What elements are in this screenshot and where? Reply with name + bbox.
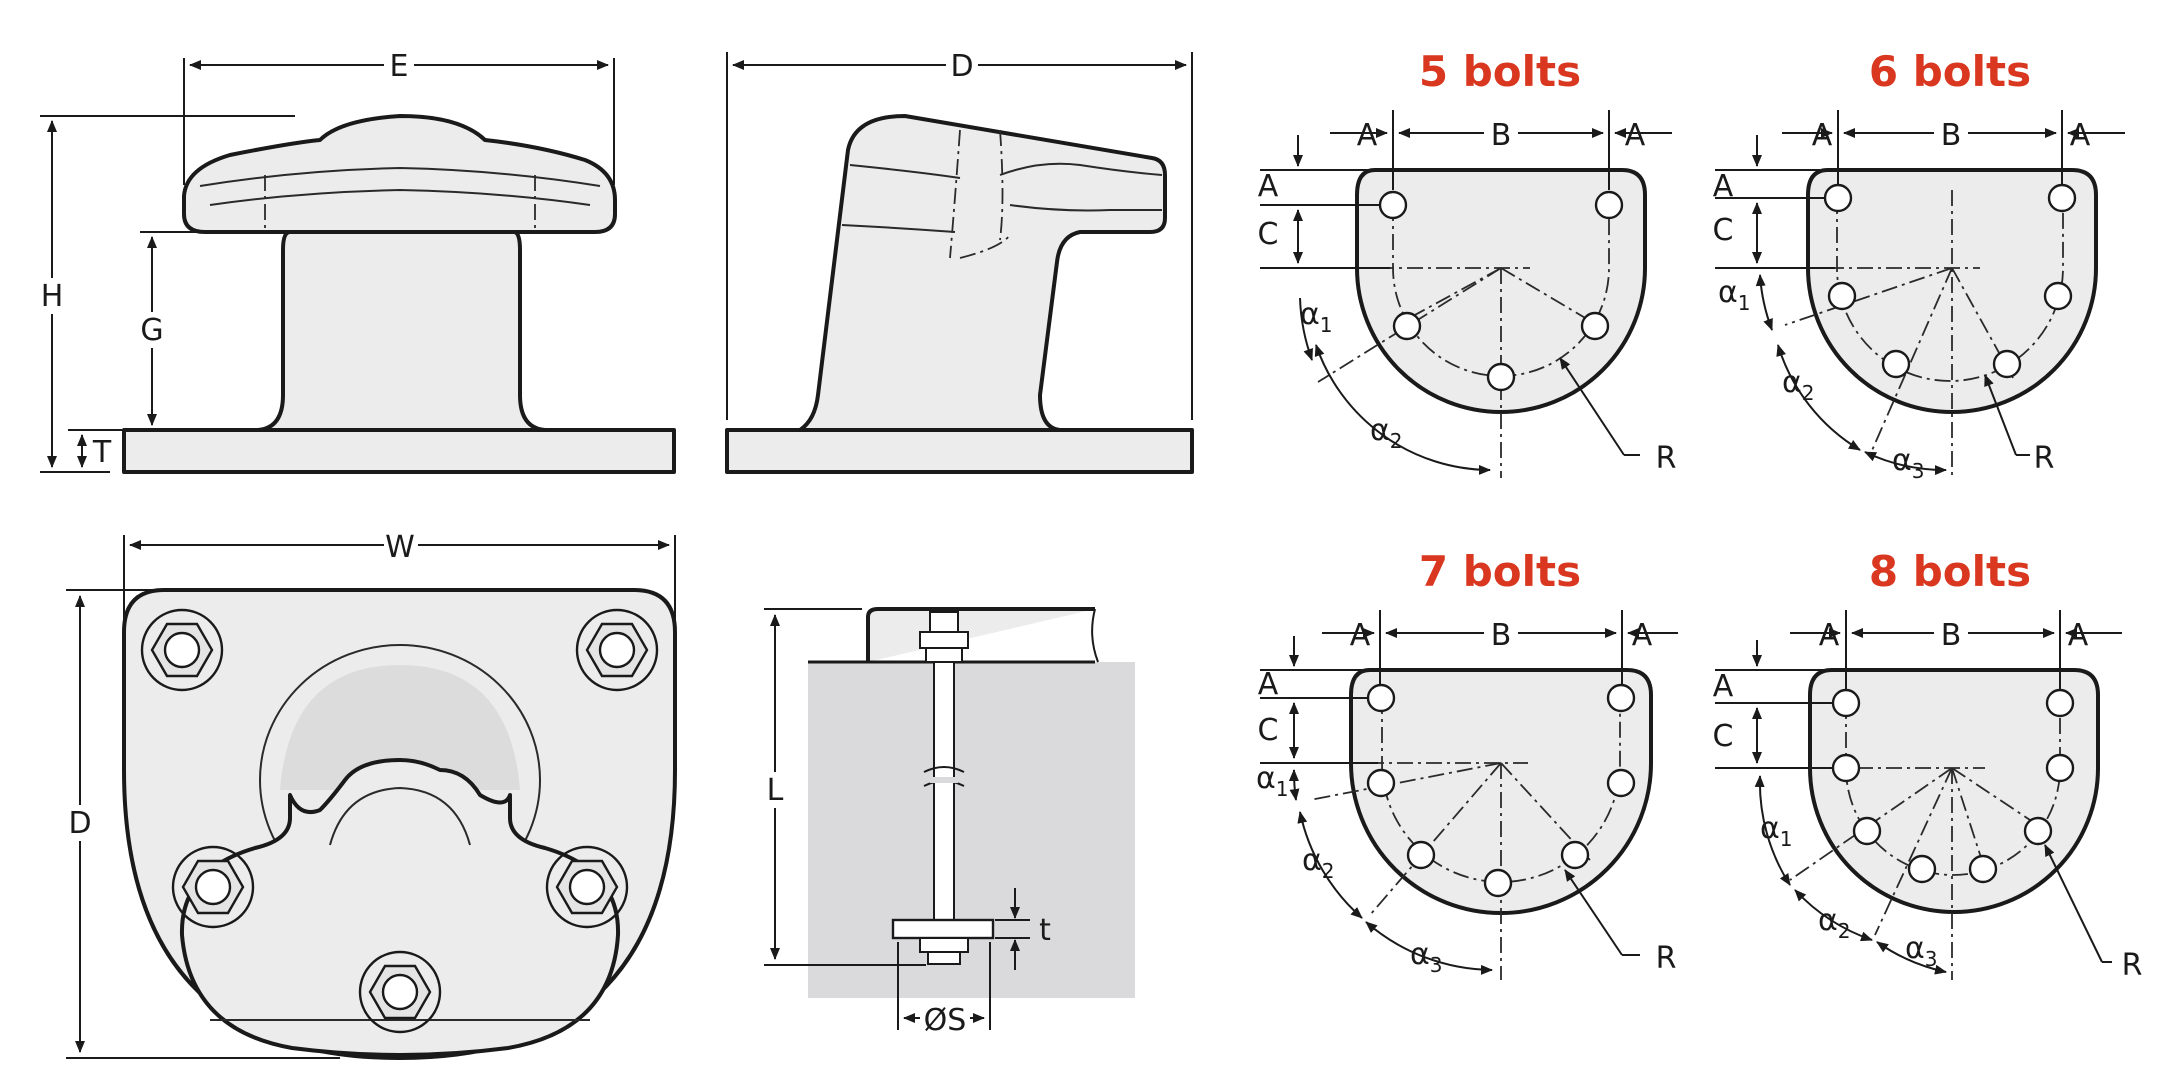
layout-title: 6 bolts <box>1869 47 2031 96</box>
label-b: B <box>1491 618 1512 653</box>
front-head <box>182 114 617 234</box>
front-view: E H G T <box>36 46 676 474</box>
label-c: C <box>1713 719 1734 754</box>
concrete-block <box>808 662 1135 998</box>
layout-5-bolts: 5 bolts B A A A C R α1 α2 <box>1258 47 1677 478</box>
front-neck <box>256 230 547 432</box>
bollard-base-section <box>866 607 1095 662</box>
label-a-left: A <box>1812 118 1833 153</box>
alpha-3: α3 <box>1892 443 1925 483</box>
layout-title: 8 bolts <box>1869 547 2031 596</box>
label-b: B <box>1941 618 1962 653</box>
side-base-plate <box>725 428 1194 474</box>
bolt-nut-2 <box>575 608 659 692</box>
anchor-plate <box>891 918 995 940</box>
side-body <box>798 114 1167 432</box>
layout-6-bolts: 6 bolts B A A A C R α1 α2 α3 <box>1713 47 2125 483</box>
label-r: R <box>1656 441 1677 476</box>
bolt-nut-5 <box>358 950 442 1034</box>
alpha-2: α2 <box>1818 903 1851 943</box>
label-a-vert: A <box>1713 669 1734 704</box>
label-c: C <box>1258 217 1279 252</box>
alpha-2: α2 <box>1302 843 1335 883</box>
dim-label-d-top: D <box>68 806 91 841</box>
label-a-right: A <box>1632 618 1653 653</box>
label-a-left: A <box>1357 118 1378 153</box>
label-a-vert: A <box>1713 169 1734 204</box>
bolt-nut-3 <box>171 845 255 929</box>
bolt-nut-1 <box>140 608 224 692</box>
label-r: R <box>2034 441 2055 476</box>
alpha-1: α1 <box>1256 761 1289 801</box>
alpha-2: α2 <box>1782 365 1815 405</box>
alpha-3: α3 <box>1410 937 1443 977</box>
side-view: D <box>725 46 1194 474</box>
dim-label-d-side: D <box>950 49 973 84</box>
label-b: B <box>1491 118 1512 153</box>
bolt-detail: L t ØS <box>760 607 1135 1038</box>
label-r: R <box>1656 941 1677 976</box>
dim-label-w: W <box>385 530 415 565</box>
label-c: C <box>1713 213 1734 248</box>
label-b: B <box>1941 118 1962 153</box>
label-a-vert: A <box>1258 169 1279 204</box>
layout-8-bolts: 8 bolts B A A A C R α1 α2 <box>1713 547 2143 983</box>
top-view: W D <box>62 527 677 1060</box>
label-a-right: A <box>1625 118 1646 153</box>
alpha-3: α3 <box>1905 931 1938 971</box>
alpha-1: α1 <box>1760 811 1793 851</box>
alpha-1: α1 <box>1718 275 1751 315</box>
alpha-1: α1 <box>1300 297 1333 337</box>
dim-label-t-plate: t <box>1039 913 1051 948</box>
dim-label-h: H <box>41 279 64 314</box>
label-a-left: A <box>1350 618 1371 653</box>
dim-label-t: T <box>92 435 112 470</box>
dim-label-g: G <box>140 313 163 348</box>
dim-label-e: E <box>390 49 409 84</box>
label-a-vert: A <box>1258 667 1279 702</box>
bolt-nut-4 <box>545 845 629 929</box>
label-a-right: A <box>2070 118 2091 153</box>
layout-7-bolts: 7 bolts B A A A C R α1 α2 α3 <box>1256 547 1678 980</box>
label-r: R <box>2122 948 2143 983</box>
layout-title: 5 bolts <box>1419 47 1581 96</box>
layout-title: 7 bolts <box>1419 547 1581 596</box>
front-base-plate <box>122 428 676 474</box>
label-c: C <box>1258 713 1279 748</box>
dim-label-s: ØS <box>924 1003 967 1038</box>
label-a-right: A <box>2068 618 2089 653</box>
dim-label-l: L <box>767 773 784 808</box>
label-a-left: A <box>1819 618 1840 653</box>
alpha-2: α2 <box>1370 413 1403 453</box>
